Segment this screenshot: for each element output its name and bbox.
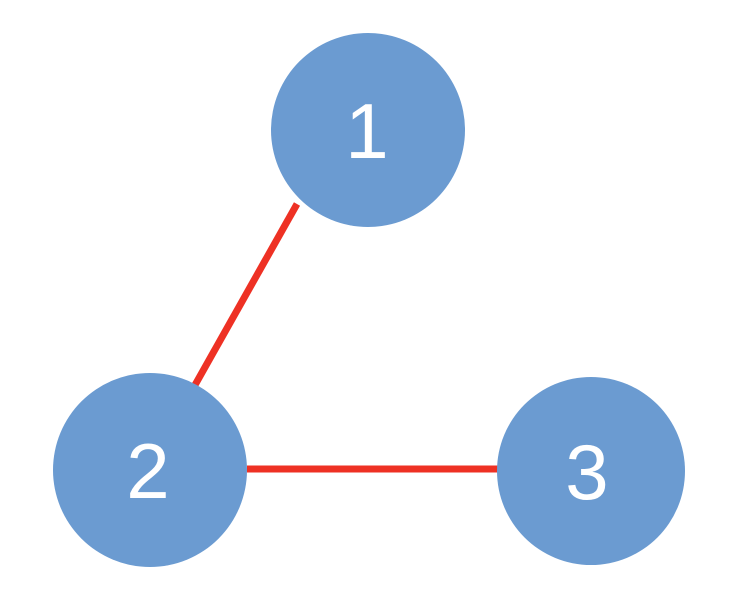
node-3-circle[interactable]	[497, 377, 685, 565]
node-1-circle[interactable]	[271, 33, 465, 227]
edge-1-2[interactable]	[191, 202, 301, 387]
node-2-circle[interactable]	[53, 373, 247, 567]
edge-layer	[191, 202, 500, 473]
node-layer	[53, 33, 685, 567]
